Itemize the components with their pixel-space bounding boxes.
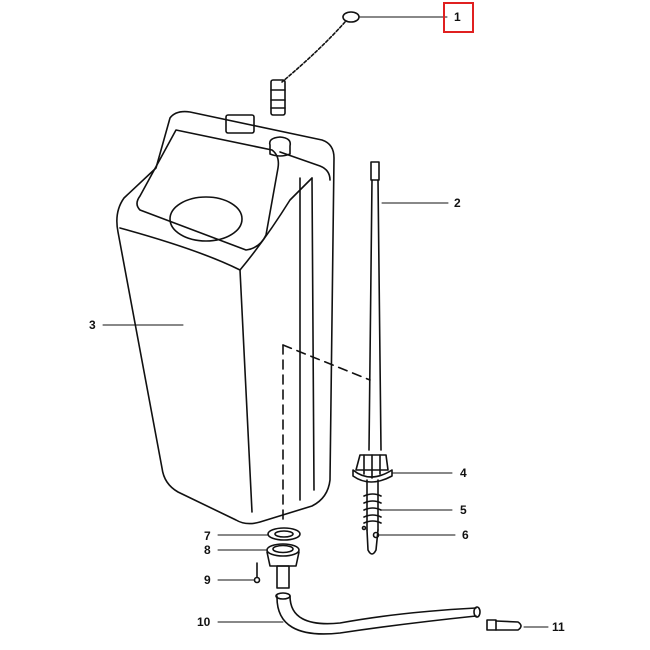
leader-lines — [102, 16, 549, 628]
callout-6[interactable]: 6 — [462, 528, 469, 542]
callout-5[interactable]: 5 — [460, 503, 467, 517]
washer — [267, 527, 301, 541]
callout-11[interactable]: 11 — [552, 620, 565, 634]
highlight-box-part-1 — [443, 2, 474, 33]
callout-9[interactable]: 9 — [204, 573, 211, 587]
hose — [275, 592, 481, 635]
suction-rod — [368, 161, 382, 451]
callout-10[interactable]: 10 — [197, 615, 211, 629]
tank — [116, 110, 371, 525]
pin — [253, 562, 261, 584]
spring-filter — [361, 479, 382, 555]
outlet-fitting — [266, 543, 300, 589]
cap-with-chain — [270, 11, 360, 116]
callout-3[interactable]: 3 — [89, 318, 96, 332]
callout-4[interactable]: 4 — [460, 466, 467, 480]
callout-2[interactable]: 2 — [454, 196, 461, 210]
hose-connector — [486, 619, 522, 631]
nut — [352, 454, 393, 483]
callout-7[interactable]: 7 — [204, 529, 211, 543]
callout-1[interactable]: 1 — [454, 10, 461, 24]
callout-8[interactable]: 8 — [204, 543, 211, 557]
